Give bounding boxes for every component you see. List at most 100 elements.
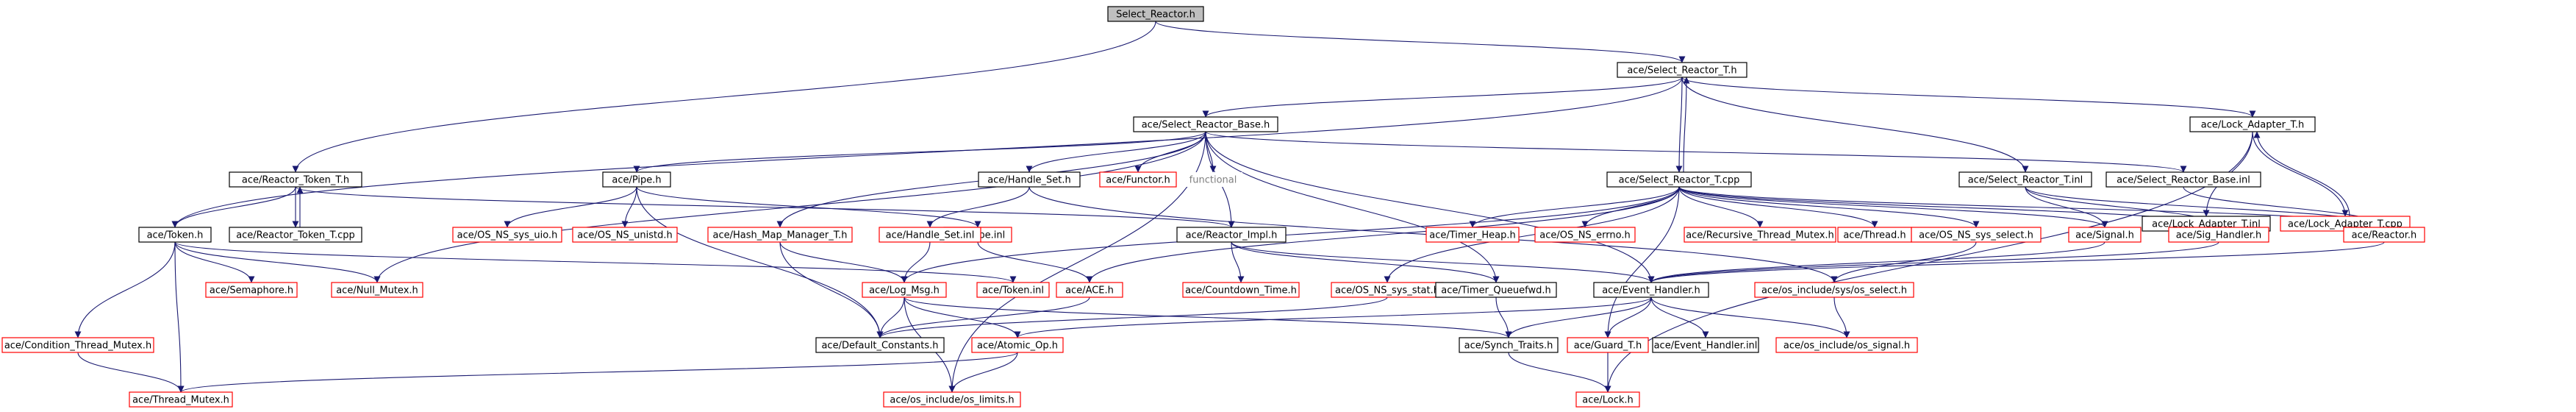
edge-token_h-to-thread_mutex_h <box>174 241 185 393</box>
edge-signal_h-to-event_handler_h <box>1647 241 2105 283</box>
node-ace-h[interactable]: ace/ACE.h <box>1056 282 1123 298</box>
node-os-include-sys-os-select-h[interactable]: ace/os_include/sys/os_select.h <box>1754 282 1914 298</box>
node-box <box>1775 337 1918 353</box>
node-atomic-op-h[interactable]: ace/Atomic_Op.h <box>971 337 1064 353</box>
edge-pipe_h-to-os_ns_sys_uio_h <box>504 186 637 228</box>
node-os-ns-errno-h[interactable]: ace/OS_NS_errno.h <box>1534 227 1636 243</box>
edge-select_reactor_base_h-to-handle_set_h <box>1026 131 1206 173</box>
edge-token_h-to-condition_thread_mutex_h <box>74 241 176 338</box>
edge-token_h-to-semaphore_h <box>174 241 255 283</box>
node-handle-set-inl[interactable]: ace/Handle_Set.inl <box>879 227 981 243</box>
edge-select_reactor_h-to-reactor_token_t_h <box>292 21 1156 173</box>
node-lock-adapter-t-h[interactable]: ace/Lock_Adapter_T.h <box>2189 116 2316 132</box>
edge-select_reactor_base_h-to-timer_queuefwd_h <box>1205 131 1500 283</box>
node-label: ace/Functor.h <box>1106 175 1170 186</box>
node-box <box>883 391 1021 408</box>
node-box <box>862 282 947 298</box>
node-select-reactor-base-h[interactable]: ace/Select_Reactor_Base.h <box>1133 116 1278 132</box>
node-box <box>572 227 678 243</box>
node-box <box>1754 282 1914 298</box>
node-label: ace/Hash_Map_Manager_T.h <box>713 230 848 241</box>
node-os-ns-sys-uio-h[interactable]: ace/OS_NS_sys_uio.h <box>452 227 562 243</box>
node-os-include-os-limits-h[interactable]: ace/os_include/os_limits.h <box>883 391 1021 408</box>
node-token-inl[interactable]: ace/Token.inl <box>976 282 1050 298</box>
node-select-reactor-t-h[interactable]: ace/Select_Reactor_T.h <box>1617 62 1747 78</box>
node-label: Select_Reactor.h <box>1116 10 1195 21</box>
node-box <box>2068 227 2142 243</box>
edge-select_reactor_t_cpp-to-sig_handler_h <box>1678 186 2222 228</box>
node-default-constants-h[interactable]: ace/Default_Constants.h <box>815 337 945 353</box>
node-synch-traits-h[interactable]: ace/Synch_Traits.h <box>1459 337 1559 353</box>
node-sig-handler-h[interactable]: ace/Sig_Handler.h <box>2168 227 2269 243</box>
node-reactor-h[interactable]: ace/Reactor.h <box>2343 227 2425 243</box>
edge-handle_set_inl-to-log_msg_h <box>901 241 931 283</box>
node-box <box>229 227 362 243</box>
node-hash-map-manager-t-h[interactable]: ace/Hash_Map_Manager_T.h <box>707 227 853 243</box>
edge-reactor_h-to-event_handler_h <box>1647 241 2385 283</box>
node-box <box>1617 62 1747 78</box>
node-select-reactor-t-cpp[interactable]: ace/Select_Reactor_T.cpp <box>1606 171 1752 188</box>
node-pipe-h[interactable]: ace/Pipe.h <box>602 171 671 188</box>
node-guard-t-h[interactable]: ace/Guard_T.h <box>1567 337 1649 353</box>
node-box <box>1567 337 1649 353</box>
node-condition-thread-mutex-h[interactable]: ace/Condition_Thread_Mutex.h <box>1 337 154 353</box>
node-label: ace/Select_Reactor_Base.inl <box>2117 175 2250 186</box>
node-timer-queuefwd-h[interactable]: ace/Timer_Queuefwd.h <box>1435 282 1557 298</box>
node-select-reactor-h[interactable]: Select_Reactor.h <box>1107 6 1204 22</box>
node-handle-set-h[interactable]: ace/Handle_Set.h <box>978 171 1081 188</box>
edge-select_reactor_base_h-to-select_reactor_base_inl <box>1205 131 2187 173</box>
node-reactor-impl-h[interactable]: ace/Reactor_Impl.h <box>1176 227 1287 243</box>
edge-pipe_inl-to-ace_h <box>977 241 1093 283</box>
node-semaphore-h[interactable]: ace/Semaphore.h <box>205 282 298 298</box>
node-reactor-token-t-cpp[interactable]: ace/Reactor_Token_T.cpp <box>229 227 362 243</box>
edge-select_reactor_t_cpp-to-signal_h <box>1678 186 2108 228</box>
edge-lock_adapter_t_h-to-lock_adapter_t_cpp <box>2252 131 2349 217</box>
node-box <box>978 171 1081 188</box>
node-event-handler-h[interactable]: ace/Event_Handler.h <box>1593 282 1709 298</box>
node-label: ace/Thread.h <box>1843 230 1906 241</box>
node-box <box>1176 227 1287 243</box>
node-countdown-time-h[interactable]: ace/Countdown_Time.h <box>1182 282 1300 298</box>
node-label: ace/Null_Mutex.h <box>336 285 418 296</box>
edge-select_reactor_t_cpp-to-ace_h <box>1086 186 1680 283</box>
node-label: ace/Default_Constants.h <box>821 341 938 352</box>
edge-os_include_sys_os_select_h-to-os_include_os_signal_h <box>1833 296 1850 338</box>
node-label: ace/OS_NS_sys_select.h <box>1919 230 2033 241</box>
node-label: ace/OS_NS_sys_uio.h <box>457 230 558 241</box>
node-token-h[interactable]: ace/Token.h <box>138 227 212 243</box>
node-os-ns-sys-select-h[interactable]: ace/OS_NS_sys_select.h <box>1911 227 2042 243</box>
edge-pipe_h-to-os_ns_unistd_h <box>621 186 637 228</box>
edge-reactor_impl_h-to-countdown_time_h <box>1231 241 1245 283</box>
node-box <box>1911 227 2042 243</box>
node-null-mutex-h[interactable]: ace/Null_Mutex.h <box>331 282 423 298</box>
node-log-msg-h[interactable]: ace/Log_Msg.h <box>862 282 947 298</box>
node-os-ns-unistd-h[interactable]: ace/OS_NS_unistd.h <box>572 227 678 243</box>
node-label: ace/Reactor_Token_T.h <box>242 175 349 186</box>
node-select-reactor-base-inl[interactable]: ace/Select_Reactor_Base.inl <box>2105 171 2261 188</box>
edge-event_handler_h-to-event_handler_inl <box>1650 296 1709 338</box>
node-select-reactor-t-inl[interactable]: ace/Select_Reactor_T.inl <box>1958 171 2092 188</box>
node-functor-h[interactable]: ace/Functor.h <box>1099 171 1177 188</box>
edge-lock_adapter_t_h-to-lock_h <box>1604 131 2253 393</box>
edge-hash_map_manager_t_h-to-log_msg_h <box>779 241 908 283</box>
node-label: ace/Select_Reactor_Base.h <box>1142 120 1270 131</box>
node-os-ns-sys-stat-h[interactable]: ace/OS_NS_sys_stat.h <box>1331 282 1444 298</box>
node-label: ace/OS_NS_sys_stat.h <box>1335 285 1439 296</box>
node-box <box>2343 227 2425 243</box>
node-label: ace/Reactor_Token_T.cpp <box>236 230 355 241</box>
node-reactor-token-t-h[interactable]: ace/Reactor_Token_T.h <box>229 171 362 188</box>
node-os-include-os-signal-h[interactable]: ace/os_include/os_signal.h <box>1775 337 1918 353</box>
node-lock-h[interactable]: ace/Lock.h <box>1575 391 1640 408</box>
node-box <box>1652 337 1759 353</box>
node-box <box>1133 116 1278 132</box>
node-thread-h[interactable]: ace/Thread.h <box>1837 227 1912 243</box>
edge-log_msg_h-to-default_constants_h <box>876 296 905 338</box>
node-label: ace/Semaphore.h <box>210 285 293 296</box>
node-event-handler-inl[interactable]: ace/Event_Handler.inl <box>1652 337 1759 353</box>
node-label: ace/Sig_Handler.h <box>2176 230 2261 241</box>
node-recursive-thread-mutex-h[interactable]: ace/Recursive_Thread_Mutex.h <box>1684 227 1836 243</box>
node-label: ace/ACE.h <box>1065 285 1114 296</box>
node-signal-h[interactable]: ace/Signal.h <box>2068 227 2142 243</box>
node-timer-heap-h[interactable]: ace/Timer_Heap.h <box>1425 227 1520 243</box>
node-thread-mutex-h[interactable]: ace/Thread_Mutex.h <box>129 391 233 408</box>
